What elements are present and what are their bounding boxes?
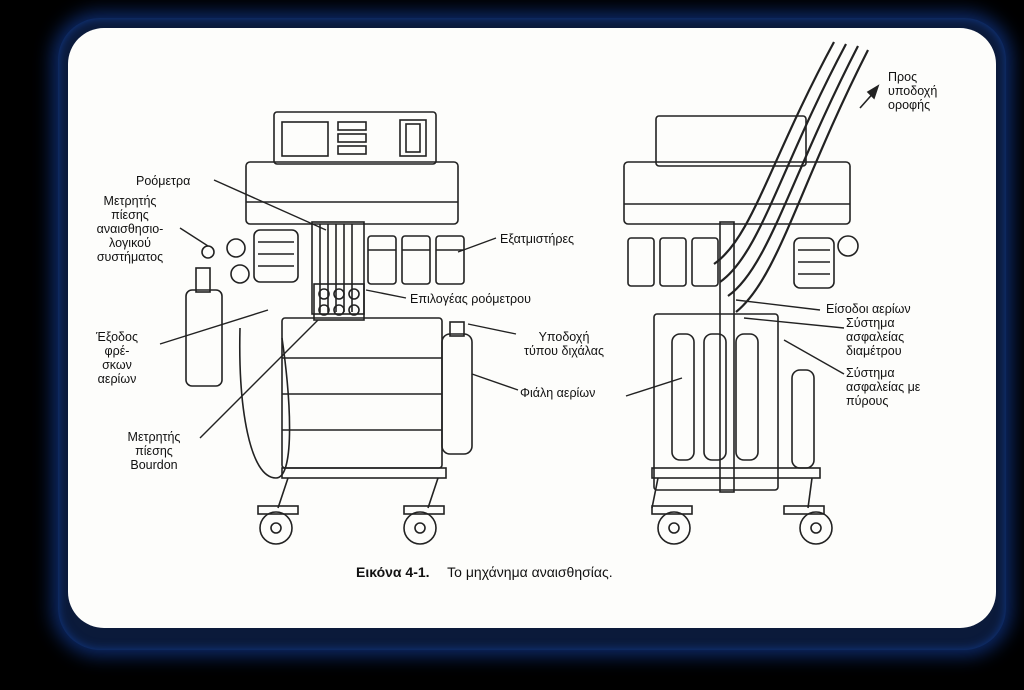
anesthesia-machine-drawing — [159, 41, 880, 545]
label-vaporizers: Εξατμιστήρες — [500, 232, 575, 246]
leader-lines — [159, 179, 845, 439]
label-flowmeters: Ροόμετρα — [136, 174, 191, 188]
label-gas-cylinder: Φιάλη αερίων — [520, 386, 596, 400]
label-gas-inlets: Είσοδοι αερίων — [826, 302, 911, 316]
label-flowmeter-selector: Επιλογέας ροόμετρου — [410, 292, 531, 306]
label-yoke-receptacle: Υποδοχή τύπου διχάλας — [524, 330, 604, 358]
label-pin-safety: Σύστημα ασφαλείας με πύρους — [846, 366, 921, 408]
figure-card: Ροόμετρα Μετρητής πίεσης αναισθησιο- λογ… — [68, 28, 996, 628]
label-circuit-pressure-gauge: Μετρητής πίεσης αναισθησιο- λογικού συστ… — [96, 194, 164, 264]
rear-view-machine — [623, 41, 880, 545]
label-bourdon-gauge: Μετρητής πίεσης Bourdon — [127, 430, 181, 472]
label-fresh-gas-outlet: Έξοδος φρέ- σκων αερίων — [96, 330, 138, 386]
label-diameter-safety: Σύστημα ασφαλείας διαμέτρου — [846, 316, 905, 358]
front-view-machine — [185, 111, 473, 545]
label-ceiling-receptacle: Προς υποδοχή οροφής — [888, 70, 938, 112]
figure-caption: Εικόνα 4-1. Το μηχάνημα αναισθησίας. — [356, 564, 613, 580]
caption-text: Το μηχάνημα αναισθησίας. — [447, 564, 613, 580]
caption-number: Εικόνα 4-1. — [356, 564, 430, 580]
